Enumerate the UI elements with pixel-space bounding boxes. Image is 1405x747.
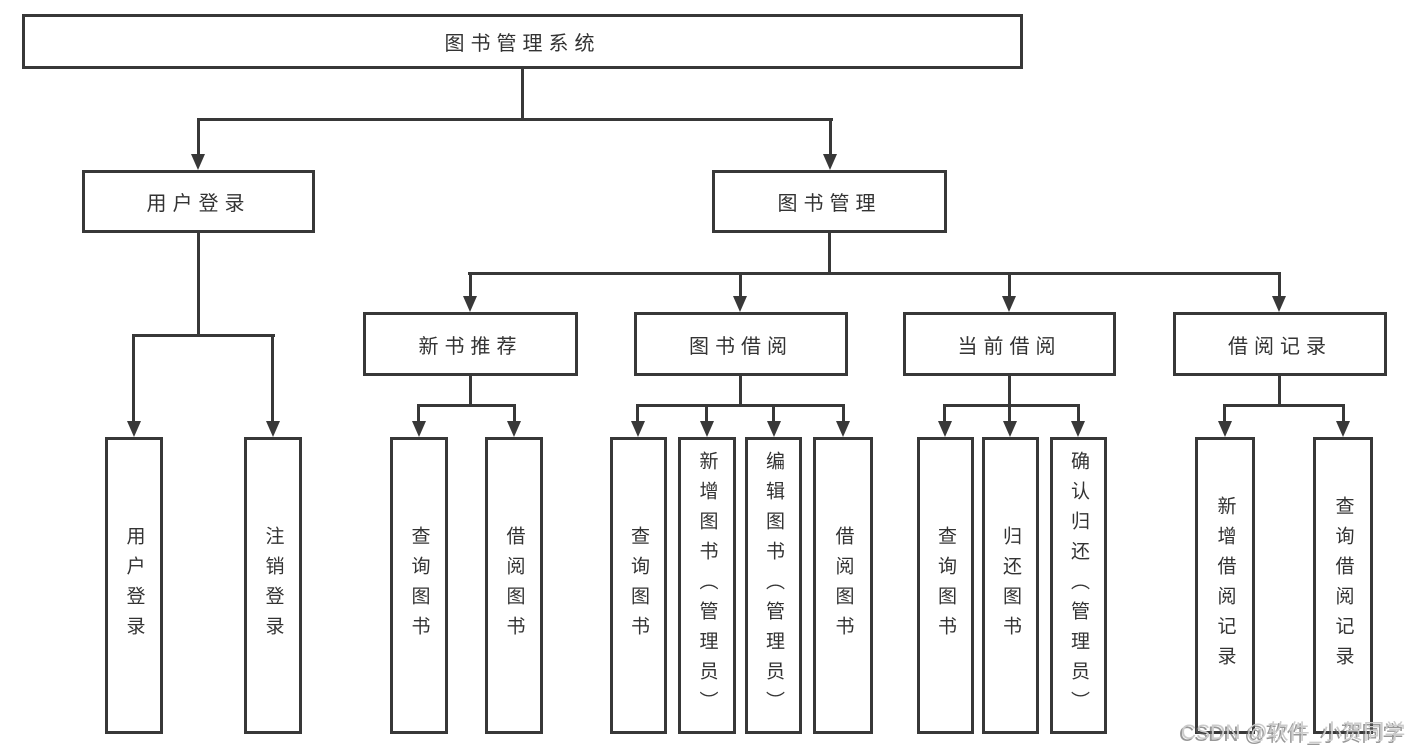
connector-line — [1223, 404, 1226, 423]
leaf-user-login-label: 用户登录 — [123, 525, 145, 646]
leaf-query-books-borrowing: 查询图书 — [610, 437, 667, 734]
arrow-down-icon — [631, 421, 645, 437]
node-current-borrowing: 当前借阅 — [903, 312, 1116, 376]
arrow-down-icon — [191, 154, 205, 170]
connector-line — [1278, 376, 1281, 407]
connector-line — [197, 118, 833, 121]
connector-line — [636, 404, 639, 423]
node-book-management: 图书管理 — [712, 170, 947, 233]
connector-line — [772, 404, 775, 423]
leaf-edit-books-admin: 编辑图书（管理员） — [745, 437, 802, 734]
connector-line — [1342, 404, 1345, 423]
node-borrowing-records: 借阅记录 — [1173, 312, 1387, 376]
connector-line — [1223, 404, 1345, 407]
connector-line — [469, 272, 472, 298]
connector-line — [521, 68, 524, 119]
leaf-add-books-admin: 新增图书（管理员） — [678, 437, 736, 734]
arrow-down-icon — [1218, 421, 1232, 437]
leaf-query-books-borrowing-label: 查询图书 — [628, 525, 649, 646]
arrow-down-icon — [266, 421, 280, 437]
leaf-borrow-books: 借阅图书 — [813, 437, 873, 734]
leaf-query-borrow-record-label: 查询借阅记录 — [1332, 495, 1354, 676]
connector-line — [943, 404, 946, 423]
connector-line — [828, 233, 831, 275]
connector-line — [1008, 272, 1011, 298]
node-new-book-recommendation-label: 新书推荐 — [418, 335, 523, 358]
arrow-down-icon — [463, 296, 477, 312]
arrow-down-icon — [1002, 296, 1016, 312]
node-current-borrowing-label: 当前借阅 — [957, 335, 1062, 358]
connector-line — [132, 334, 135, 423]
arrow-down-icon — [127, 421, 141, 437]
connector-line — [1008, 404, 1011, 423]
connector-line — [271, 334, 274, 423]
leaf-edit-books-admin-label: 编辑图书（管理员） — [763, 450, 784, 721]
connector-line — [705, 404, 708, 423]
node-library-system: 图书管理系统 — [22, 14, 1023, 69]
node-book-management-label: 图书管理 — [777, 193, 882, 215]
leaf-query-books-recommend-label: 查询图书 — [408, 525, 430, 646]
connector-line — [739, 272, 742, 298]
arrow-down-icon — [1272, 296, 1286, 312]
leaf-add-borrow-record-label: 新增借阅记录 — [1214, 495, 1236, 676]
node-book-borrowing-label: 图书借阅 — [689, 335, 793, 358]
connector-line — [417, 404, 516, 407]
node-book-borrowing: 图书借阅 — [634, 312, 848, 376]
leaf-return-books-label: 归还图书 — [1000, 525, 1021, 646]
arrow-down-icon — [412, 421, 426, 437]
arrow-down-icon — [733, 296, 747, 312]
leaf-query-books-current: 查询图书 — [917, 437, 974, 734]
leaf-query-books-recommend: 查询图书 — [390, 437, 448, 734]
arrow-down-icon — [700, 421, 714, 437]
connector-line — [842, 404, 845, 423]
arrow-down-icon — [1336, 421, 1350, 437]
arrow-down-icon — [938, 421, 952, 437]
arrow-down-icon — [507, 421, 521, 437]
connector-line — [636, 404, 845, 407]
connector-line — [197, 118, 200, 157]
leaf-confirm-return-admin-label: 确认归还（管理员） — [1068, 450, 1089, 721]
node-library-system-label: 图书管理系统 — [444, 33, 601, 55]
leaf-borrow-books-recommend: 借阅图书 — [485, 437, 543, 734]
connector-line — [417, 404, 420, 423]
node-new-book-recommendation: 新书推荐 — [363, 312, 578, 376]
leaf-query-borrow-record: 查询借阅记录 — [1313, 437, 1373, 734]
csdn-watermark: CSDN @软件_小贺同学 — [1181, 721, 1405, 744]
leaf-return-books: 归还图书 — [982, 437, 1039, 734]
connector-line — [1077, 404, 1080, 423]
arrow-down-icon — [1003, 421, 1017, 437]
arrow-down-icon — [1071, 421, 1085, 437]
connector-line — [829, 118, 832, 157]
connector-line — [1008, 376, 1011, 407]
leaf-borrow-books-recommend-label: 借阅图书 — [503, 525, 525, 646]
leaf-confirm-return-admin: 确认归还（管理员） — [1050, 437, 1107, 734]
connector-line — [132, 334, 275, 337]
connector-line — [1278, 272, 1281, 298]
connector-line — [513, 404, 516, 423]
connector-line — [943, 404, 1080, 407]
connector-line — [197, 233, 200, 337]
arrow-down-icon — [767, 421, 781, 437]
leaf-query-books-current-label: 查询图书 — [935, 525, 956, 646]
connector-line — [469, 376, 472, 407]
connector-line — [468, 272, 1281, 275]
leaf-logout: 注销登录 — [244, 437, 302, 734]
node-borrowing-records-label: 借阅记录 — [1228, 335, 1332, 358]
leaf-user-login: 用户登录 — [105, 437, 163, 734]
arrow-down-icon — [836, 421, 850, 437]
leaf-add-borrow-record: 新增借阅记录 — [1195, 437, 1255, 734]
node-user-login: 用户登录 — [82, 170, 315, 233]
arrow-down-icon — [823, 154, 837, 170]
node-user-login-label: 用户登录 — [146, 193, 251, 215]
connector-line — [739, 376, 742, 407]
leaf-add-books-admin-label: 新增图书（管理员） — [696, 450, 718, 721]
leaf-logout-label: 注销登录 — [262, 525, 284, 646]
leaf-borrow-books-label: 借阅图书 — [832, 525, 854, 646]
